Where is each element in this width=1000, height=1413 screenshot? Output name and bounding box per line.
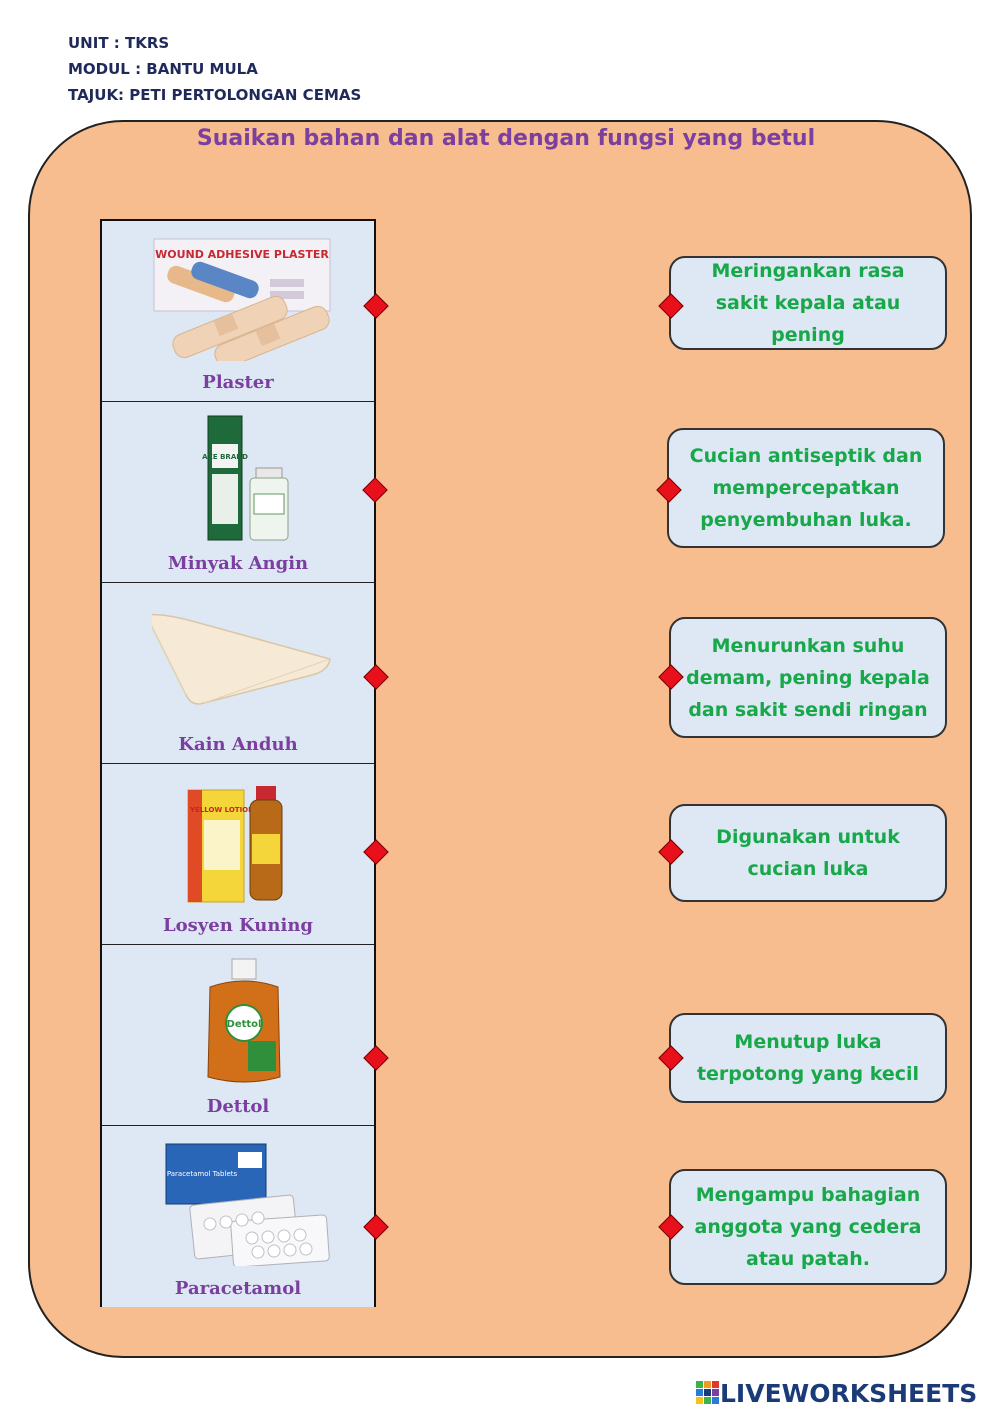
items-column: WOUND ADHESIVE PLASTER Plaster AXE BRAND…: [100, 219, 376, 1307]
function-box-1: Meringankan rasa sakit kepala atau penin…: [669, 256, 947, 350]
function-text-4: Digunakan untuk cucian luka: [716, 826, 900, 880]
unit-text: UNIT : TKRS: [68, 34, 170, 52]
losyen-kuning-brand-text: YELLOW LOTION: [189, 806, 254, 814]
item-label-plaster: Plaster: [202, 372, 274, 393]
liveworksheets-logo-icon: [696, 1381, 719, 1404]
dettol-image: Dettol: [207, 958, 281, 1083]
item-label-dettol: Dettol: [206, 1096, 270, 1117]
minyak-angin-image: AXE BRAND: [202, 415, 289, 541]
worksheet-title: Suaikan bahan dan alat dengan fungsi yan…: [196, 126, 816, 151]
function-box-5: Menutup luka terpotong yang kecil: [669, 1013, 947, 1103]
function-box-2: Cucian antiseptik dan mempercepatkan pen…: [667, 428, 945, 548]
plaster-image: WOUND ADHESIVE PLASTER: [153, 238, 331, 361]
liveworksheets-logo-text: LIVEWORKSHEETS: [720, 1378, 978, 1408]
function-text-1: Meringankan rasa sakit kepala atau penin…: [711, 260, 905, 346]
minyak-angin-brand-text: AXE BRAND: [202, 453, 248, 461]
item-label-losyen-kuning: Losyen Kuning: [163, 915, 313, 936]
function-text-2: Cucian antiseptik dan mempercepatkan pen…: [689, 445, 923, 531]
worksheet-header: UNIT : TKRS MODUL : BANTU MULA TAJUK: PE…: [68, 30, 361, 108]
paracetamol-brand-text: Paracetamol Tablets: [167, 1170, 238, 1178]
kain-anduh-image: [152, 613, 331, 705]
function-text-5: Menutup luka terpotong yang kecil: [696, 1031, 920, 1085]
item-label-minyak-angin: Minyak Angin: [167, 553, 309, 574]
dettol-brand-text: Dettol: [227, 1019, 262, 1030]
modul-text: MODUL : BANTU MULA: [68, 60, 258, 78]
item-minyak-angin: AXE BRAND Minyak Angin: [102, 402, 374, 583]
item-label-paracetamol: Paracetamol: [174, 1278, 302, 1299]
item-dettol: Dettol Dettol: [102, 945, 374, 1126]
function-text-6: Mengampu bahagian anggota yang cedera at…: [694, 1184, 922, 1270]
item-plaster: WOUND ADHESIVE PLASTER Plaster: [102, 221, 374, 402]
function-box-4: Digunakan untuk cucian luka: [669, 804, 947, 902]
item-label-kain-anduh: Kain Anduh: [178, 734, 298, 755]
item-paracetamol: Paracetamol Tablets Paracetamol: [102, 1126, 374, 1307]
paracetamol-image: Paracetamol Tablets: [165, 1143, 330, 1266]
item-kain-anduh: Kain Anduh: [102, 583, 374, 764]
tajuk-text: TAJUK: PETI PERTOLONGAN CEMAS: [68, 86, 362, 104]
liveworksheets-logo: LIVEWORKSHEETS: [696, 1377, 977, 1409]
function-box-6: Mengampu bahagian anggota yang cedera at…: [669, 1169, 947, 1285]
function-text-3: Menurunkan suhu demam, pening kepala dan…: [686, 634, 930, 721]
item-losyen-kuning: YELLOW LOTION Losyen Kuning: [102, 764, 374, 945]
plaster-brand-text: WOUND ADHESIVE PLASTER: [155, 248, 329, 261]
function-box-3: Menurunkan suhu demam, pening kepala dan…: [669, 617, 947, 738]
losyen-kuning-image: YELLOW LOTION: [187, 786, 283, 903]
